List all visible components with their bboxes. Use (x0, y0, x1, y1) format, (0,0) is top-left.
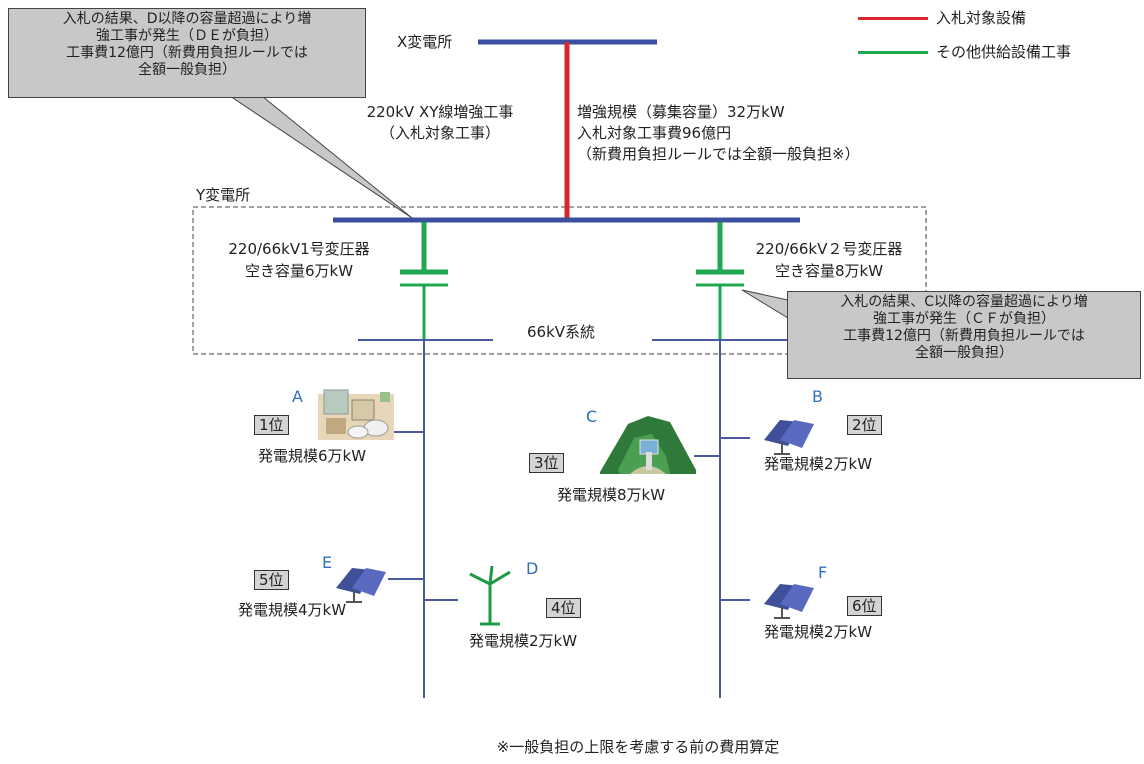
generator-f-letter: F (818, 563, 828, 582)
solar-panel-icon-e (336, 568, 386, 603)
generator-e-letter: E (322, 553, 333, 572)
callout-left-line2: 強工事が発生（ＤＥが負担） (96, 28, 278, 44)
generator-a-scale: 発電規模6万kW (258, 447, 367, 465)
xy-line-work-subtitle: （入札対象工事） (379, 124, 500, 142)
transformer-2-capacity: 空き容量8万kW (774, 262, 884, 280)
generator-b-scale: 発電規模2万kW (764, 455, 873, 473)
legend-other-works-line (858, 51, 928, 54)
callout-right-pointer (741, 289, 789, 319)
reinforcement-cost: 入札対象工事費96億円 (577, 124, 732, 142)
transformer-2-symbol (696, 222, 744, 340)
callout-left-line1: 入札の結果、D以降の容量超過により増 (62, 11, 312, 27)
transformer-2-name: 220/66kV２号変圧器 (755, 240, 903, 258)
callout-right-line4: 全額一般負担） (915, 345, 1013, 361)
callout-right-line2: 強工事が発生（ＣＦが負担） (873, 311, 1055, 327)
generator-b-rank: 2位 (847, 415, 882, 435)
building-icon (318, 389, 394, 440)
reinforcement-scale: 増強規模（募集容量）32万kW (577, 103, 785, 121)
generator-a-letter: A (292, 387, 303, 406)
y-substation-label: Y変電所 (196, 186, 251, 204)
hydro-dam-icon (600, 416, 696, 474)
callout-right: 入札の結果、C以降の容量超過により増 強工事が発生（ＣＦが負担） 工事費12億円… (787, 291, 1141, 379)
generator-f-scale: 発電規模2万kW (764, 623, 873, 641)
generator-f-rank: 6位 (847, 596, 882, 616)
system-66kv-label: 66kV系統 (527, 323, 596, 341)
legend-bid-target-label: 入札対象設備 (936, 9, 1027, 27)
generator-c-scale: 発電規模8万kW (557, 486, 666, 504)
transformer-1-symbol (400, 222, 448, 340)
xy-line-work-title: 220kV XY線増強工事 (366, 103, 514, 121)
legend-other-works-label: その他供給設備工事 (936, 43, 1072, 61)
generator-a-rank: 1位 (254, 415, 289, 435)
callout-right-line1: 入札の結果、C以降の容量超過により増 (840, 294, 1088, 310)
solar-panel-icon-f (764, 584, 814, 619)
transformer-1-capacity: 空き容量6万kW (244, 262, 354, 280)
x-substation-label: X変電所 (397, 33, 453, 51)
generator-c-rank: 3位 (529, 453, 564, 473)
callout-left-line4: 全額一般負担） (138, 62, 236, 78)
generator-d-scale: 発電規模2万kW (469, 632, 578, 650)
footnote: ※一般負担の上限を考慮する前の費用算定 (496, 738, 780, 756)
generator-e-scale: 発電規模4万kW (238, 601, 347, 619)
generator-b-letter: B (812, 387, 823, 406)
callout-right-line3: 工事費12億円（新費用負担ルールでは (843, 328, 1085, 344)
transformer-1-name: 220/66kV1号変圧器 (228, 240, 370, 258)
solar-panel-icon-b (764, 420, 814, 455)
legend-bid-target-line (858, 17, 928, 20)
generator-d-letter: D (526, 559, 539, 578)
callout-left-line3: 工事費12億円（新費用負担ルールでは (66, 45, 308, 61)
generator-e-rank: 5位 (254, 570, 289, 590)
wind-turbine-icon (469, 565, 511, 626)
reinforcement-note: （新費用負担ルールでは全額一般負担※） (577, 145, 860, 163)
generator-c-letter: C (586, 407, 598, 426)
callout-left: 入札の結果、D以降の容量超過により増 強工事が発生（ＤＥが負担） 工事費12億円… (8, 8, 366, 98)
generator-d-rank: 4位 (546, 598, 581, 618)
